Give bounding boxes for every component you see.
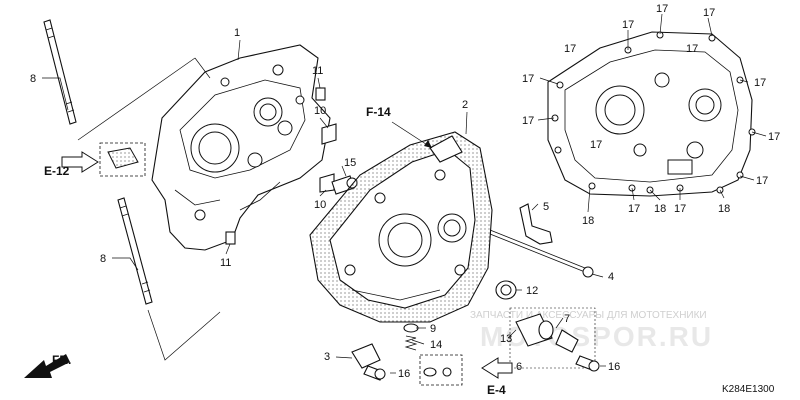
callout-17: 17 xyxy=(703,7,715,19)
leader-lines xyxy=(42,13,767,374)
callout-18: 18 xyxy=(582,215,594,227)
crankcase-inner-view xyxy=(547,31,756,197)
callouts: 1 2 3 4 5 6 7 8 8 9 10 10 11 11 12 13 14… xyxy=(30,3,780,380)
bracket-10 xyxy=(319,123,337,193)
stopper-plate-3 xyxy=(351,343,381,369)
dowel-pin-upper xyxy=(315,87,326,101)
left-crankcase xyxy=(151,44,331,251)
spring-14 xyxy=(404,335,418,351)
callout-17: 17 xyxy=(622,19,634,31)
callout-17: 17 xyxy=(590,139,602,151)
callout-18: 18 xyxy=(654,203,666,215)
ref-f14: F-14 xyxy=(366,105,433,149)
callout-17: 17 xyxy=(768,131,780,143)
breather-gasket xyxy=(99,142,146,177)
pipe-4 xyxy=(489,229,594,278)
watermark-line1: ЗАПЧАСТИ И АКСЕССУАРЫ ДЛЯ МОТОТЕХНИКИ xyxy=(470,310,707,321)
right-crankcase xyxy=(309,131,493,323)
callout-11-upper: 11 xyxy=(312,65,323,77)
washer-9 xyxy=(403,323,419,333)
callout-17: 17 xyxy=(686,43,698,55)
callout-16-left: 16 xyxy=(398,368,410,380)
callout-7: 7 xyxy=(564,313,570,325)
callout-17: 17 xyxy=(656,3,668,15)
callout-17: 17 xyxy=(674,203,686,215)
stud-bolt-upper xyxy=(43,19,77,125)
callout-14: 14 xyxy=(430,339,442,351)
callout-8-lower: 8 xyxy=(100,253,106,265)
front-arrow: FR. xyxy=(24,353,71,378)
ref-e12-label: E-12 xyxy=(44,164,70,178)
callout-17: 17 xyxy=(628,203,640,215)
bolt-16-left xyxy=(363,365,386,381)
callout-17: 17 xyxy=(756,175,768,187)
callout-8-upper: 8 xyxy=(30,73,36,85)
bracket-5 xyxy=(519,203,553,245)
valve-assembly xyxy=(509,307,596,369)
callout-18: 18 xyxy=(718,203,730,215)
bolt-16-right xyxy=(575,355,600,372)
callout-5: 5 xyxy=(543,201,549,213)
callout-4: 4 xyxy=(608,271,614,283)
dowel-pin-lower xyxy=(225,231,236,245)
callout-6: 6 xyxy=(516,361,522,373)
ref-e4-label: E-4 xyxy=(487,383,506,397)
callout-9: 9 xyxy=(430,323,436,335)
ref-e4: E-4 xyxy=(419,354,513,397)
callout-10-lower: 10 xyxy=(314,199,326,211)
watermark-line2: MOTOSPOR.RU xyxy=(480,321,713,352)
diagram-code: K284E1300 xyxy=(722,384,775,395)
oil-seal-12 xyxy=(495,280,517,300)
callout-1: 1 xyxy=(234,27,240,39)
ref-f14-label: F-14 xyxy=(366,105,391,119)
callout-15: 15 xyxy=(344,157,356,169)
callout-17: 17 xyxy=(522,73,534,85)
stud-bolt-lower xyxy=(117,197,153,305)
ref-e12: E-12 xyxy=(44,151,99,178)
callout-13: 13 xyxy=(500,333,512,345)
callout-11-lower: 11 xyxy=(220,257,231,269)
callout-10-upper: 10 xyxy=(314,105,326,117)
callout-12: 12 xyxy=(526,285,538,297)
callout-3: 3 xyxy=(324,351,330,363)
callout-17: 17 xyxy=(754,77,766,89)
callout-17: 17 xyxy=(564,43,576,55)
callout-16-right: 16 xyxy=(608,361,620,373)
callout-2: 2 xyxy=(462,99,468,111)
callout-17: 17 xyxy=(522,115,534,127)
front-label: FR. xyxy=(52,353,71,367)
